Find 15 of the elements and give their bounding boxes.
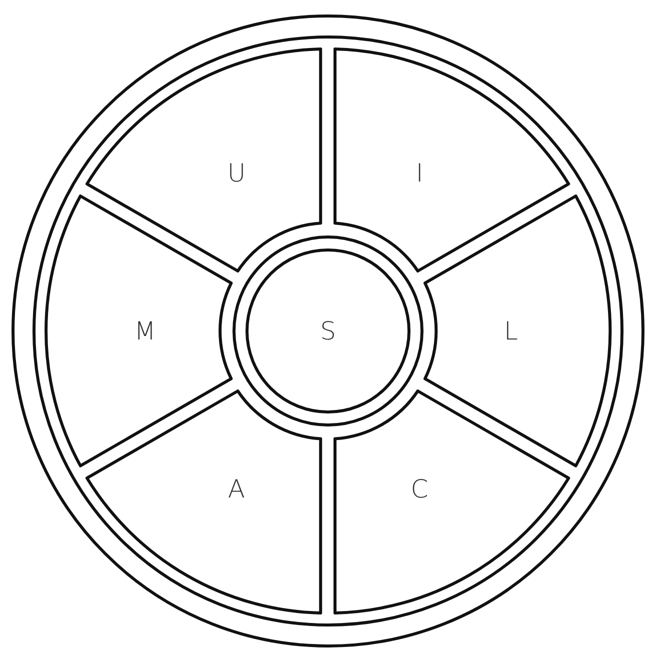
wheel-segment [87,49,321,272]
wheel-segment [335,390,569,613]
wheel-segment [87,390,321,613]
segment-label: C [410,476,428,502]
segment-label: I [416,160,424,185]
wheel-segment [335,49,569,272]
outer-ring [11,14,645,648]
segment-label: L [504,318,518,344]
segment-label: M [134,318,156,344]
wheel-segment [46,196,232,466]
segment-label: U [227,160,246,185]
center-circle [232,235,424,427]
segment-label: A [228,476,246,502]
wheel-segment [424,196,610,466]
segment-label: S [320,318,336,344]
